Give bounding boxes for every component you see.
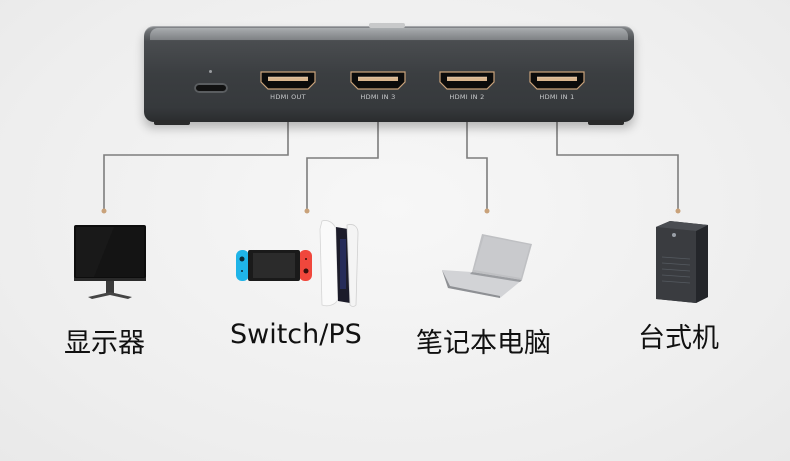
hdmi-switch-hub: HDMI OUT HDMI IN 3 HDMI IN 2 — [144, 23, 634, 125]
game-console-icon — [236, 249, 312, 283]
port-hdmi-in-3: HDMI IN 3 — [349, 71, 407, 101]
port-hdmi-in-1: HDMI IN 1 — [528, 71, 586, 101]
device-label-laptop: 笔记本电脑 — [416, 328, 551, 359]
device-label-desktop: 台式机 — [638, 323, 719, 354]
wire-end-dot — [675, 208, 681, 214]
wire-hdmi-in1-to-desktop — [556, 108, 679, 210]
hub-indicator — [369, 23, 405, 28]
wire-hdmi-in2-to-laptop — [466, 108, 488, 210]
desktop-tower-icon — [652, 221, 710, 303]
hdmi-port-icon — [438, 71, 496, 90]
port-label: HDMI IN 2 — [449, 93, 485, 101]
laptop-icon — [440, 230, 540, 300]
device-label-monitor: 显示器 — [64, 328, 145, 359]
ps5-console-icon — [314, 219, 362, 309]
power-indicator-icon — [209, 70, 212, 73]
hdmi-port-icon — [528, 71, 586, 90]
port-label: HDMI IN 1 — [539, 93, 575, 101]
wire-end-dot — [304, 208, 310, 214]
wire-hdmi-in3-to-console — [306, 108, 379, 210]
hub-foot — [588, 120, 624, 125]
port-label: HDMI IN 3 — [360, 93, 396, 101]
usb-c-power-port — [194, 83, 228, 93]
device-label-console: Switch/PS — [230, 319, 362, 350]
port-label: HDMI OUT — [270, 93, 306, 101]
port-hdmi-in-2: HDMI IN 2 — [438, 71, 496, 101]
hub-foot — [154, 120, 190, 125]
wire-end-dot — [484, 208, 490, 214]
wire-end-dot — [101, 208, 107, 214]
wire-hdmi-out-to-monitor — [103, 108, 289, 210]
hdmi-port-icon — [349, 71, 407, 90]
monitor-icon — [66, 223, 156, 305]
hdmi-port-icon — [259, 71, 317, 90]
port-hdmi-out: HDMI OUT — [259, 71, 317, 101]
